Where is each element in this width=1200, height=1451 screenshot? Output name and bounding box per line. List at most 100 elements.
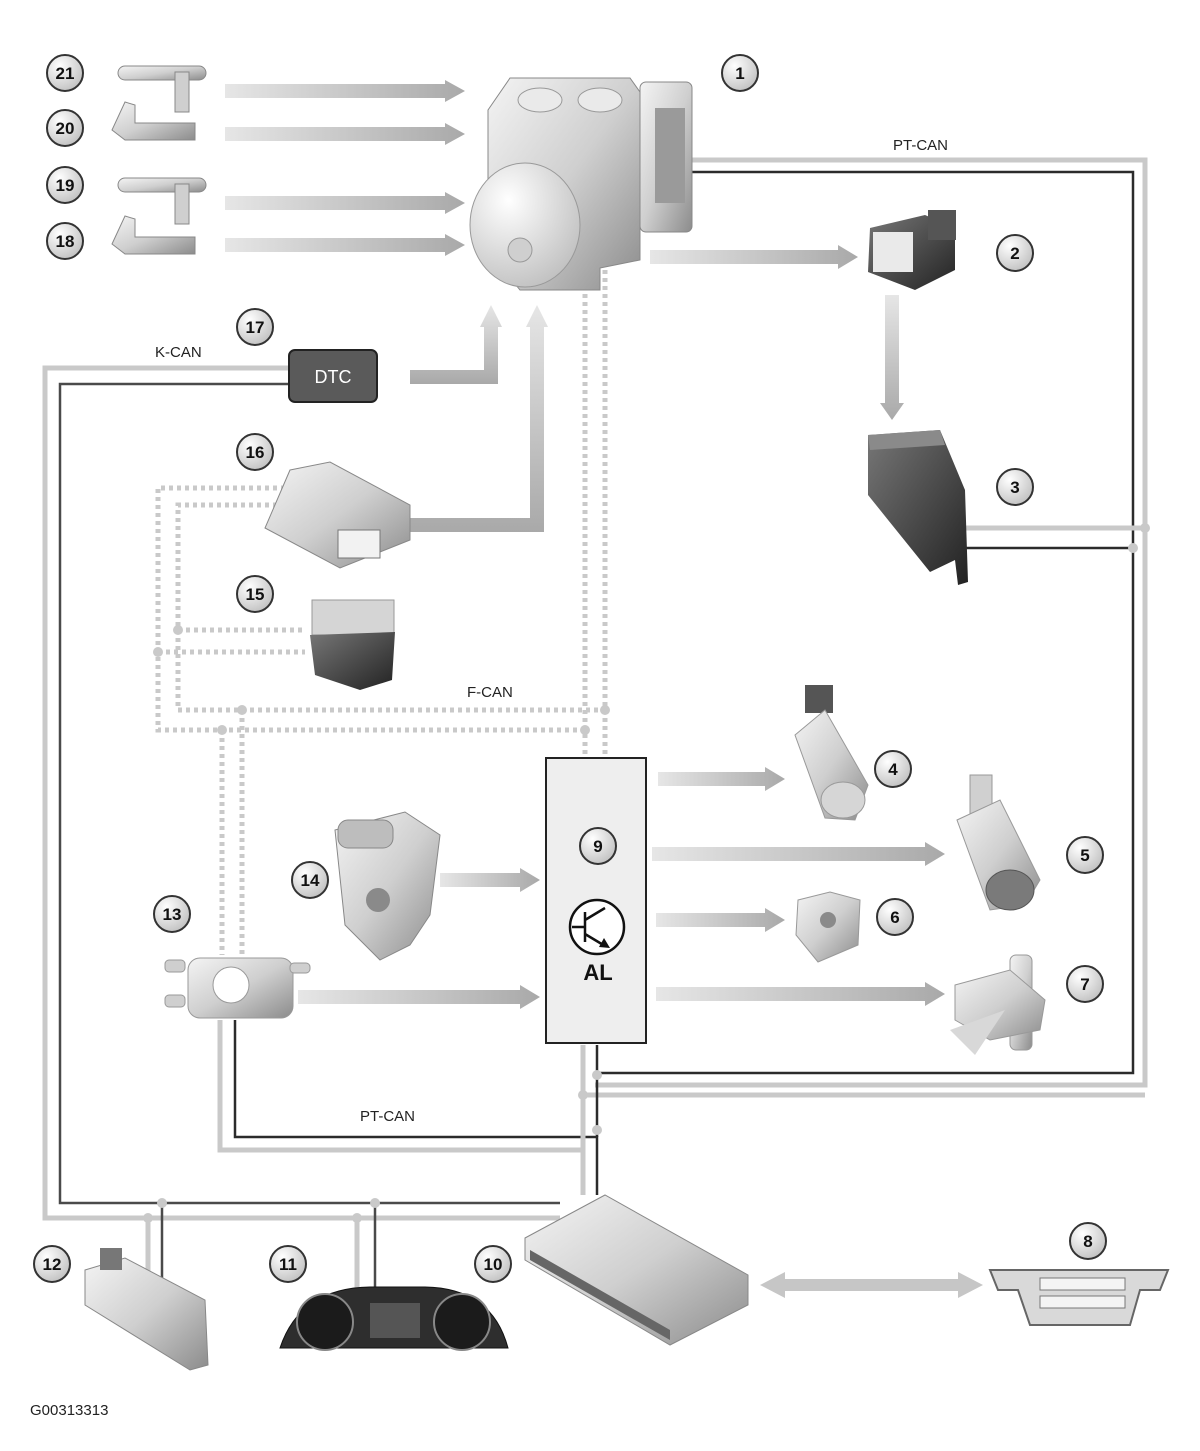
arrow-17-to-1 [410,305,502,384]
module-12 [84,1248,209,1371]
pt-can-bus-right [583,157,1150,1098]
callout-number: 19 [56,176,75,195]
callout-number: 4 [888,760,898,779]
steering-angle-sensor-13 [164,957,311,1019]
callout-1: 1 [721,54,759,92]
callout-number: 11 [279,1255,297,1274]
actuator-motor-5 [956,774,1041,911]
callout-number: 8 [1083,1232,1092,1251]
control-unit-9-box [545,757,647,1044]
hydraulic-control-unit [469,77,693,291]
control-module-3 [868,430,968,585]
f-can-nodes [153,625,610,735]
pt-can-bus-left [217,1020,602,1195]
f-can-label: F-CAN [467,684,513,701]
figure-id: G00313313 [30,1402,108,1419]
callout-circle [996,468,1034,506]
arrow-2-to-3 [880,295,904,420]
callout-3: 3 [996,468,1034,506]
callout-number: 20 [56,119,75,138]
callout-11: 11 [269,1245,307,1283]
callout-circle [579,827,617,865]
wheel-speed-sensor-21 [117,65,207,113]
callout-number: 5 [1080,846,1089,865]
callout-number: 18 [56,232,75,251]
callout-15: 15 [236,575,274,613]
callout-13: 13 [153,895,191,933]
callout-20: 20 [46,109,84,147]
callout-circle [236,433,274,471]
callout-18: 18 [46,222,84,260]
module-15 [310,599,395,690]
callout-number: 2 [1010,244,1019,263]
actuator-motor-4 [794,685,869,821]
callout-17: 17 [236,308,274,346]
callout-12: 12 [33,1245,71,1283]
callout-8: 8 [1069,1222,1107,1260]
callout-6: 6 [876,898,914,936]
arrow-14-to-9 [440,868,540,892]
wheel-speed-sensor-20 [111,101,196,141]
callout-circle [874,750,912,788]
callout-16: 16 [236,433,274,471]
callout-number: 21 [56,64,75,83]
callout-10: 10 [474,1245,512,1283]
callout-circle [996,234,1034,272]
arrow-16-to-1 [410,305,548,532]
callout-circle [153,895,191,933]
arrow-1-to-2 [650,245,858,269]
pt-can-label-top: PT-CAN [893,137,948,154]
callout-circle [33,1245,71,1283]
transistor-icon [568,898,626,956]
callout-number: 7 [1080,975,1089,994]
callout-circle [46,109,84,147]
valve-6 [795,891,861,963]
callout-number: 17 [246,318,265,337]
junction-box-10 [524,1194,749,1346]
callout-4: 4 [874,750,912,788]
callout-circle [721,54,759,92]
f-can-bus [155,270,608,955]
k-can-bus [42,365,560,1290]
k-can-label: K-CAN [155,344,202,361]
arrow-9-to-6 [656,908,785,932]
callout-number: 13 [163,905,182,924]
callout-number: 14 [301,871,320,890]
callout-number: 12 [43,1255,62,1274]
arrow-21-to-1 [225,80,465,102]
instrument-cluster-11 [279,1286,509,1351]
steering-actuator-14 [334,811,441,961]
callout-circle [876,898,914,936]
arrow-9-to-5 [652,842,945,866]
callout-number: 6 [890,908,899,927]
wheel-speed-sensor-19 [117,177,207,225]
arrow-19-to-1 [225,192,465,214]
callout-14: 14 [291,861,329,899]
callout-circle [1066,836,1104,874]
callout-circle [236,575,274,613]
dtc-label: DTC [315,367,352,387]
al-label: AL [583,960,612,985]
callout-circle [291,861,329,899]
dtc-button [288,349,378,403]
callout-number: 9 [593,837,602,856]
callout-19: 19 [46,166,84,204]
sensor-2 [868,210,956,290]
callout-number: 3 [1010,478,1019,497]
callout-circle [1066,965,1104,1003]
callout-number: 1 [735,64,744,83]
wheel-speed-sensor-18 [111,215,196,255]
obd-connector-8 [988,1269,1170,1326]
callout-2: 2 [996,234,1034,272]
arrow-9-to-4 [658,767,785,791]
callout-number: 10 [484,1255,503,1274]
callout-circle [474,1245,512,1283]
callout-21: 21 [46,54,84,92]
control-module-16 [264,461,411,569]
callout-circle [269,1245,307,1283]
arrow-18-to-1 [225,234,465,256]
arrow-13-to-9 [298,985,540,1009]
pt-can-label-bottom: PT-CAN [360,1108,415,1125]
steering-gear-7 [950,954,1046,1055]
